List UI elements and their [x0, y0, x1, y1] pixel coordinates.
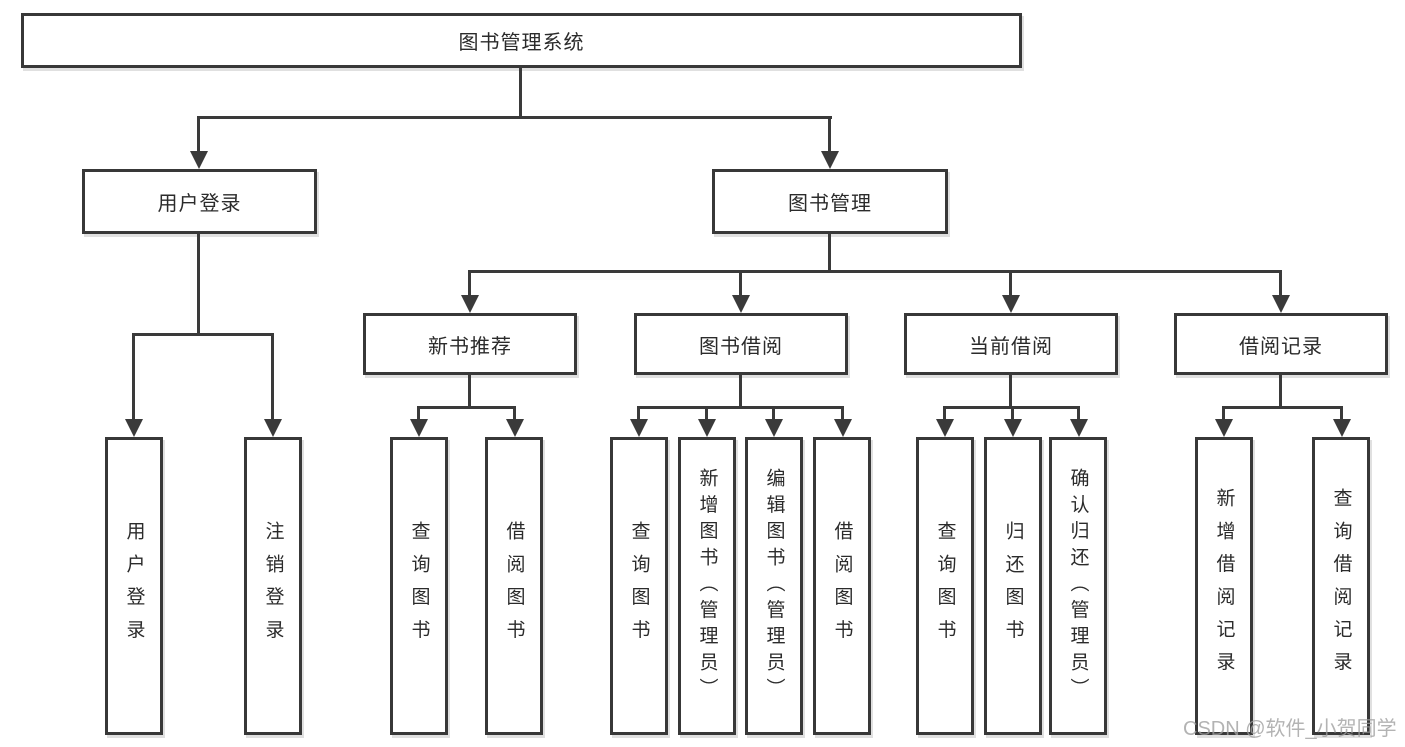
connector-line	[1009, 375, 1012, 408]
connector-line	[468, 375, 471, 408]
down-arrow	[271, 335, 274, 419]
down-arrow	[132, 335, 135, 419]
leaf-user-login: 用户登录	[105, 437, 163, 735]
leaf-label: 注销登录	[262, 520, 284, 652]
node-borrow-records: 借阅记录	[1174, 313, 1388, 375]
leaf-query-books-current: 查询图书	[916, 437, 974, 735]
node-label: 图书借阅	[699, 335, 783, 358]
leaf-label: 借阅图书	[831, 520, 853, 652]
down-arrow	[513, 408, 516, 419]
down-arrow	[841, 408, 844, 419]
down-arrow	[417, 408, 420, 419]
leaf-label: 查询借阅记录	[1330, 487, 1352, 685]
leaf-add-borrow-record: 新增借阅记录	[1195, 437, 1253, 735]
node-book-borrow: 图书借阅	[634, 313, 848, 375]
leaf-label: 新增图书（管理员）	[696, 468, 718, 704]
down-arrow	[772, 408, 775, 419]
node-label: 图书管理系统	[458, 32, 585, 54]
connector-line	[1279, 375, 1282, 408]
connector-line	[519, 68, 522, 119]
down-arrow	[1011, 408, 1014, 419]
down-arrow	[468, 272, 471, 295]
node-library-management-system: 图书管理系统	[21, 13, 1022, 68]
connector-line	[637, 406, 844, 409]
node-current-borrow: 当前借阅	[904, 313, 1118, 375]
connector-line	[1222, 406, 1343, 409]
node-user-login: 用户登录	[82, 169, 317, 234]
down-arrow	[828, 118, 831, 151]
leaf-label: 查询图书	[934, 520, 956, 652]
node-label: 用户登录	[157, 193, 242, 215]
leaf-label: 查询图书	[408, 520, 430, 652]
node-label: 新书推荐	[428, 335, 512, 358]
leaf-label: 借阅图书	[503, 520, 525, 652]
connector-line	[468, 270, 1282, 273]
down-arrow	[1077, 408, 1080, 419]
leaf-confirm-return-admin: 确认归还（管理员）	[1049, 437, 1107, 735]
node-book-management: 图书管理	[712, 169, 948, 234]
node-label: 当前借阅	[969, 335, 1053, 358]
connector-line	[197, 234, 200, 336]
node-label: 图书管理	[788, 193, 872, 215]
leaf-return-books: 归还图书	[984, 437, 1042, 735]
down-arrow	[197, 118, 200, 151]
connector-line	[417, 406, 516, 409]
leaf-edit-book-admin: 编辑图书（管理员）	[745, 437, 803, 735]
connector-line	[739, 375, 742, 408]
down-arrow	[705, 408, 708, 419]
leaf-label: 归还图书	[1002, 520, 1024, 652]
down-arrow	[637, 408, 640, 419]
leaf-label: 确认归还（管理员）	[1067, 468, 1089, 704]
leaf-label: 编辑图书（管理员）	[763, 468, 785, 704]
connector-line	[197, 116, 832, 119]
leaf-query-books-recommend: 查询图书	[390, 437, 448, 735]
down-arrow	[1009, 272, 1012, 295]
leaf-query-books-borrow: 查询图书	[610, 437, 668, 735]
leaf-label: 查询图书	[628, 520, 650, 652]
leaf-label: 新增借阅记录	[1213, 487, 1235, 685]
down-arrow	[739, 272, 742, 295]
leaf-logout: 注销登录	[244, 437, 302, 735]
down-arrow	[1222, 408, 1225, 419]
leaf-borrow-books: 借阅图书	[813, 437, 871, 735]
down-arrow	[1340, 408, 1343, 419]
leaf-label: 用户登录	[123, 520, 145, 652]
node-label: 借阅记录	[1239, 335, 1323, 358]
down-arrow	[943, 408, 946, 419]
leaf-query-borrow-record: 查询借阅记录	[1312, 437, 1370, 735]
leaf-borrow-books-recommend: 借阅图书	[485, 437, 543, 735]
csdn-watermark: CSDN @软件_小贺同学	[1183, 718, 1397, 740]
connector-line	[828, 234, 831, 273]
connector-line	[132, 333, 274, 336]
down-arrow	[1279, 272, 1282, 295]
leaf-add-book-admin: 新增图书（管理员）	[678, 437, 736, 735]
node-new-book-recommend: 新书推荐	[363, 313, 577, 375]
